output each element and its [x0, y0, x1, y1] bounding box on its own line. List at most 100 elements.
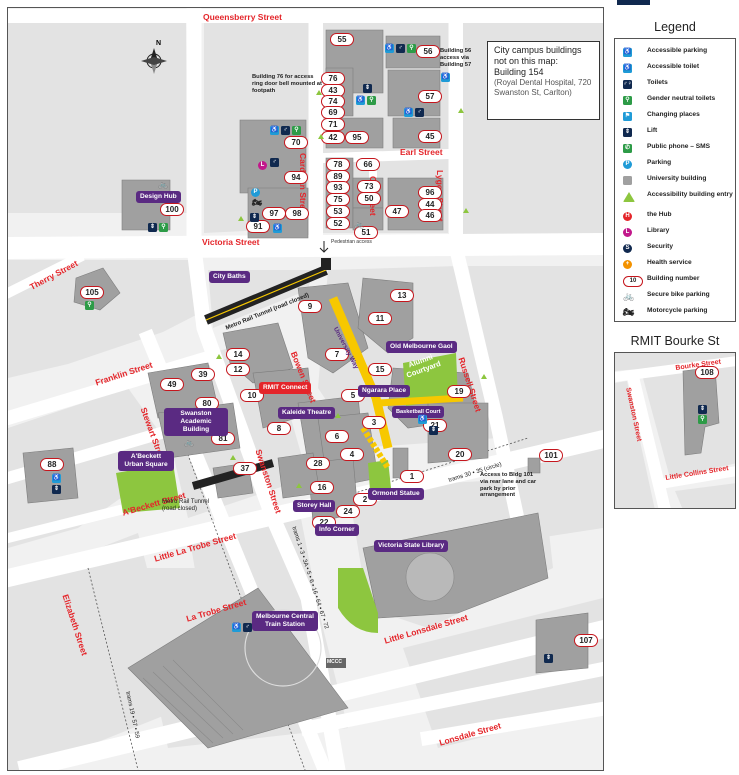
building-108[interactable]: 108 — [695, 366, 719, 379]
note-building-101: Access to Bldg 101 via rear lane and car… — [480, 472, 537, 499]
place-info-corner[interactable]: Info Corner — [315, 524, 359, 536]
legend-label: Public phone – SMS — [647, 143, 711, 150]
building-50[interactable]: 50 — [357, 192, 381, 205]
gender-neutral-toilet-icon: ⚲ — [159, 223, 168, 232]
lift-icon: ⇕ — [429, 426, 438, 435]
building-55[interactable]: 55 — [330, 33, 354, 46]
campus-map[interactable]: N City campus buildings not on this map:… — [7, 7, 604, 771]
building-1[interactable]: 1 — [400, 470, 424, 483]
place-ngarara[interactable]: Ngarara Place — [358, 385, 410, 397]
building-46[interactable]: 46 — [418, 209, 442, 222]
entry-triangle-icon — [230, 455, 236, 460]
toilets-icon: ♂ — [270, 158, 279, 167]
gender-neutral-toilet-icon: ⚲ — [407, 44, 416, 53]
building-70[interactable]: 70 — [284, 136, 308, 149]
building-19[interactable]: 19 — [447, 385, 471, 398]
entry-triangle-icon — [623, 192, 635, 202]
building-88[interactable]: 88 — [40, 458, 64, 471]
legend-item: 🏍Motorcycle parking — [623, 307, 735, 319]
building-98[interactable]: 98 — [285, 207, 309, 220]
building-11[interactable]: 11 — [368, 312, 392, 325]
building-13[interactable]: 13 — [390, 289, 414, 302]
building-10[interactable]: 10 — [240, 389, 264, 402]
legend-label: Building number — [647, 275, 700, 282]
building-80[interactable]: 80 — [195, 397, 219, 410]
place-basketball-court[interactable]: Basketball Court — [392, 406, 445, 418]
building-100[interactable]: 100 — [160, 203, 184, 216]
place-old-melbourne-gaol[interactable]: Old Melbourne Gaol — [386, 341, 457, 353]
building-7[interactable]: 7 — [325, 348, 349, 361]
building-91[interactable]: 91 — [246, 220, 270, 233]
place-melbourne-central[interactable]: Melbourne Central Train Station — [252, 611, 318, 631]
university-building-icon — [623, 176, 632, 185]
building-56[interactable]: 56 — [416, 45, 440, 58]
building-3[interactable]: 3 — [362, 416, 386, 429]
building-101[interactable]: 101 — [539, 449, 563, 462]
building-51[interactable]: 51 — [354, 226, 378, 239]
place-swanston-academic[interactable]: Swanston Academic Building — [164, 408, 228, 436]
building-6[interactable]: 6 — [325, 430, 349, 443]
accessible-toilet-icon: ♿ — [623, 64, 632, 73]
place-design-hub[interactable]: Design Hub — [136, 191, 181, 203]
building-94[interactable]: 94 — [284, 171, 308, 184]
building-9[interactable]: 9 — [298, 300, 322, 313]
library-icon: L — [623, 228, 632, 237]
place-kaleide-theatre[interactable]: Kaleide Theatre — [278, 407, 336, 419]
place-ormond-statue[interactable]: Ormond Statue — [368, 488, 424, 500]
legend-panel: ♿Accessible parking♿Accessible toilet♂♀T… — [614, 38, 736, 322]
place-state-library[interactable]: Victoria State Library — [374, 540, 449, 552]
building-95[interactable]: 95 — [345, 131, 369, 144]
gender-neutral-toilet-icon: ⚲ — [292, 126, 301, 135]
legend-label: Motorcycle parking — [647, 307, 708, 314]
building-16[interactable]: 16 — [310, 481, 334, 494]
building-4[interactable]: 4 — [340, 448, 364, 461]
building-71[interactable]: 71 — [321, 118, 345, 131]
legend-item: +Health service — [623, 259, 735, 271]
building-12[interactable]: 12 — [226, 363, 250, 376]
building-107[interactable]: 107 — [574, 634, 598, 647]
place-city-baths[interactable]: City Baths — [209, 271, 250, 283]
place-storey-hall[interactable]: Storey Hall — [293, 500, 336, 512]
building-15[interactable]: 15 — [368, 363, 392, 376]
building-24[interactable]: 24 — [336, 505, 360, 518]
building-47[interactable]: 47 — [385, 205, 409, 218]
note-tunnel-south: Metro Rail Tunnel (road closed) — [162, 499, 210, 512]
building-49[interactable]: 49 — [160, 378, 184, 391]
legend-label: Accessible parking — [647, 47, 708, 54]
lift-icon: ⇕ — [623, 128, 632, 137]
building-28[interactable]: 28 — [306, 457, 330, 470]
legend-label: Lift — [647, 127, 658, 134]
building-42[interactable]: 42 — [321, 131, 345, 144]
legend-item: ✆Public phone – SMS — [623, 143, 735, 155]
place-abeckett-urban-square[interactable]: A'Beckett Urban Square — [118, 451, 174, 471]
accessible-toilet-icon: ♿ — [356, 96, 365, 105]
building-14[interactable]: 14 — [226, 348, 250, 361]
building-8[interactable]: 8 — [267, 422, 291, 435]
campus-note-line2: Building 154 — [494, 67, 544, 77]
building-37[interactable]: 37 — [233, 462, 257, 475]
legend-item: ⇕ Lift — [623, 127, 735, 139]
building-97[interactable]: 97 — [262, 207, 286, 220]
entry-triangle-icon — [216, 354, 222, 359]
building-52[interactable]: 52 — [326, 217, 350, 230]
place-rmit-connect[interactable]: RMIT Connect — [259, 382, 312, 394]
building-66[interactable]: 66 — [356, 158, 380, 171]
entry-triangle-icon — [463, 208, 469, 213]
library-icon: L — [258, 161, 267, 170]
building-57[interactable]: 57 — [418, 90, 442, 103]
building-20[interactable]: 20 — [448, 448, 472, 461]
bourke-inset-map[interactable]: Bourke Street Swanston Street Little Col… — [614, 352, 736, 509]
legend-label: Security — [647, 243, 674, 250]
building-39[interactable]: 39 — [191, 368, 215, 381]
building-105[interactable]: 105 — [80, 286, 104, 299]
bourke-canvas — [615, 353, 735, 508]
building-45[interactable]: 45 — [418, 130, 442, 143]
legend-label: Accessibility building entry — [647, 191, 733, 198]
campus-note-line1: City campus buildings not on this map: — [494, 45, 582, 66]
legend-item: ♿Accessible toilet — [623, 63, 735, 75]
legend-item: 🚲Secure bike parking — [623, 291, 735, 303]
north-arrow-icon: N — [139, 40, 169, 74]
bourke-title: RMIT Bourke St — [630, 334, 720, 348]
legend-label: Health service — [647, 259, 692, 266]
